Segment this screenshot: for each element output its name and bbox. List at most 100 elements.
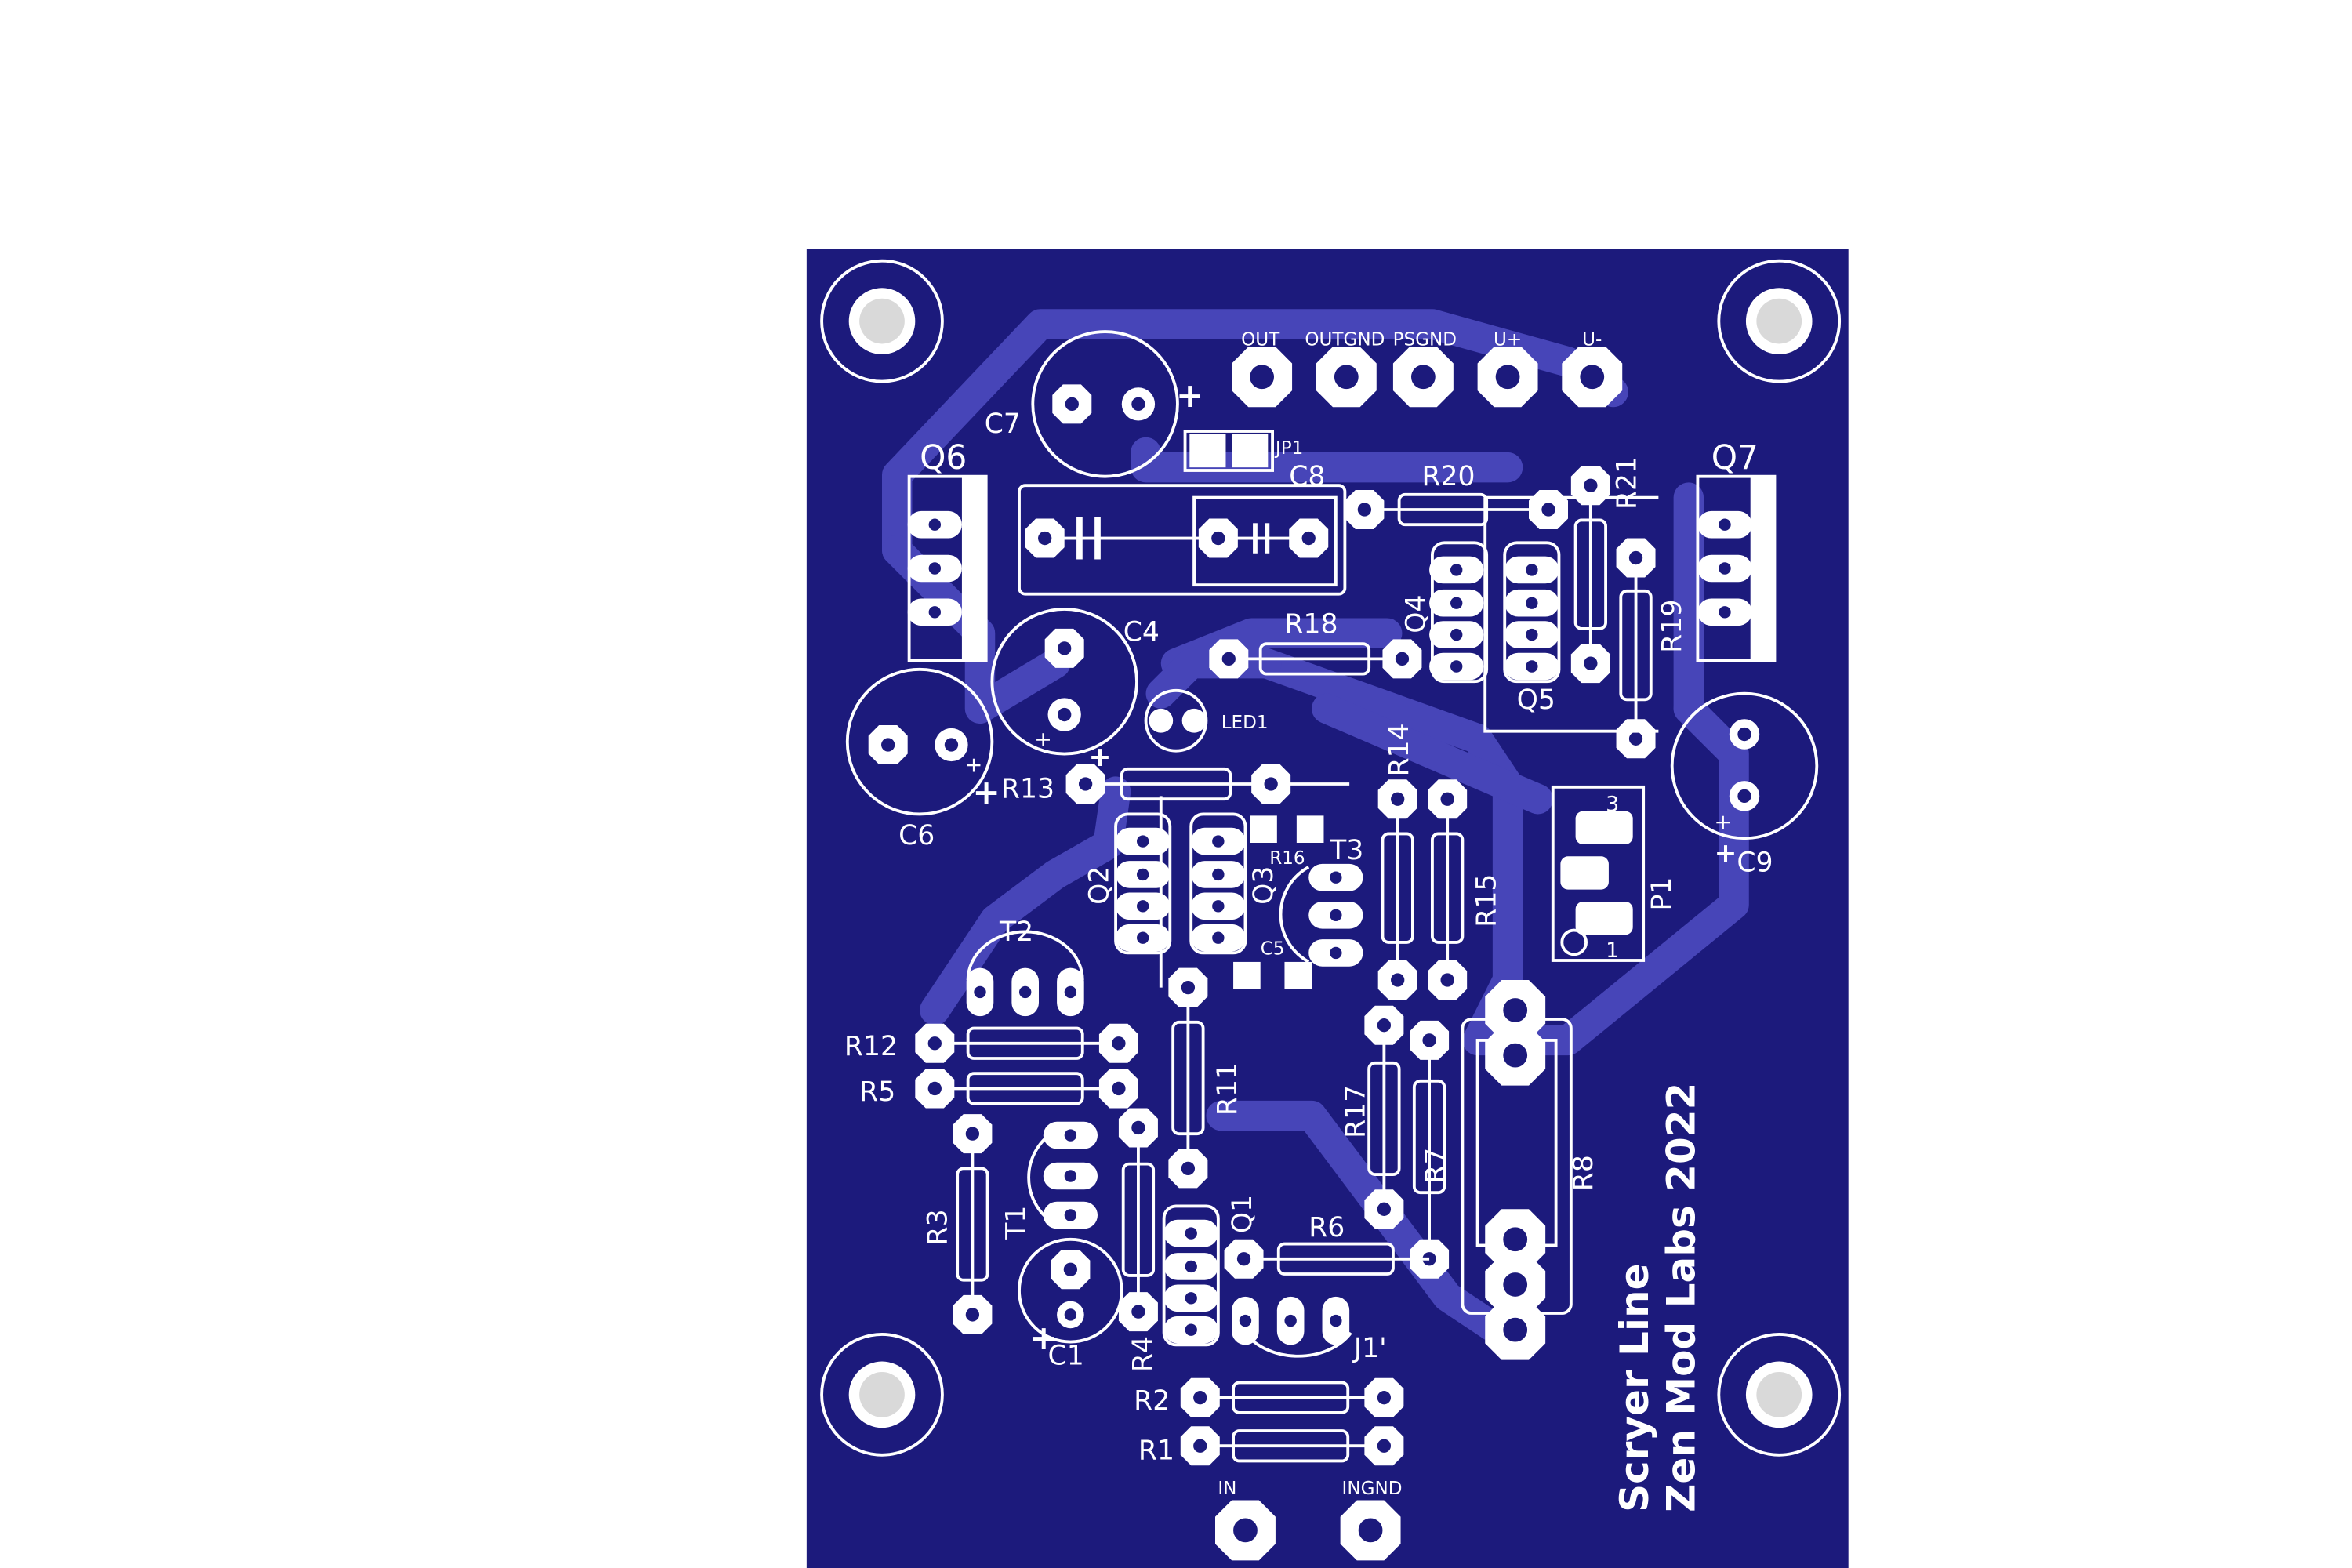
- mounting-hole-br: [1717, 1333, 1842, 1457]
- resistor-r14: R14: [1377, 723, 1417, 1000]
- svg-text:R18: R18: [1284, 609, 1338, 641]
- led-led1: LED1 +: [1088, 688, 1269, 773]
- resistor-r15: R15: [1428, 779, 1503, 1000]
- svg-text:C1: C1: [1048, 1340, 1084, 1371]
- svg-text:OUTGND: OUTGND: [1305, 329, 1385, 350]
- resistor-r5: R5: [859, 1069, 1138, 1109]
- resistor-r17: R17: [1340, 1005, 1404, 1229]
- svg-text:R7: R7: [1420, 1148, 1451, 1184]
- transistor-q3: Q3: [1189, 812, 1279, 955]
- svg-text:INGND: INGND: [1342, 1479, 1403, 1499]
- transistor-t3: T3: [1279, 835, 1363, 967]
- svg-text:T2: T2: [999, 916, 1033, 948]
- resistor-r8: R8: [1461, 980, 1599, 1360]
- svg-text:R3: R3: [923, 1209, 954, 1245]
- resistor-r18: R18: [1209, 609, 1422, 679]
- svg-text:R5: R5: [859, 1076, 895, 1108]
- svg-text:Q4: Q4: [1400, 594, 1432, 633]
- copper-traces: [882, 309, 1749, 1342]
- svg-text:C5: C5: [1261, 938, 1285, 959]
- transistor-q7: Q7: [1696, 438, 1777, 662]
- svg-text:R17: R17: [1340, 1085, 1371, 1138]
- svg-text:C7: C7: [985, 408, 1021, 440]
- resistor-r3: R3: [923, 1114, 993, 1334]
- transistor-j1: J1': [1232, 1296, 1387, 1364]
- connector-u-plus[interactable]: U+: [1477, 329, 1538, 408]
- capacitor-c6: C6 +: [845, 667, 994, 851]
- svg-text:C4: C4: [1123, 616, 1160, 648]
- svg-text:C9: C9: [1737, 848, 1773, 879]
- svg-text:+: +: [972, 773, 1000, 811]
- svg-text:OUT: OUT: [1241, 329, 1280, 350]
- svg-text:LED1: LED1: [1221, 713, 1269, 733]
- svg-text:1: 1: [1606, 938, 1619, 963]
- mounting-hole-tl: [820, 259, 944, 383]
- svg-text:U-: U-: [1582, 329, 1602, 350]
- svg-text:R16: R16: [1269, 848, 1305, 869]
- svg-text:+: +: [1029, 1319, 1057, 1357]
- svg-text:P1: P1: [1646, 877, 1678, 911]
- connector-ingnd[interactable]: INGND: [1340, 1479, 1403, 1561]
- resistor-r6: R6: [1224, 1212, 1430, 1279]
- resistor-r12: R12: [844, 1023, 1138, 1063]
- resistor-r2: R2: [1134, 1377, 1404, 1417]
- capacitor-c7: C7 +: [985, 330, 1203, 478]
- svg-text:+: +: [1176, 376, 1203, 415]
- svg-text:C8: C8: [1289, 461, 1325, 492]
- resistor-r7: R7: [1410, 1020, 1451, 1279]
- capacitor-c1: C1 +: [1018, 1237, 1123, 1371]
- svg-text:+: +: [1715, 838, 1737, 869]
- svg-text:+: +: [1034, 728, 1052, 752]
- capacitor-c5: C5: [1233, 938, 1312, 989]
- svg-text:R11: R11: [1212, 1062, 1243, 1116]
- connector-u-minus[interactable]: U-: [1562, 329, 1623, 408]
- connector-outgnd[interactable]: OUTGND: [1305, 329, 1385, 408]
- svg-text:JP1: JP1: [1274, 438, 1303, 459]
- resistor-r1: R1: [1138, 1426, 1404, 1467]
- connector-out[interactable]: OUT: [1232, 329, 1293, 408]
- board-title-line2: Zen Mod Labs 2022: [1659, 1083, 1704, 1512]
- resistor-r16: R16: [1250, 815, 1324, 869]
- svg-text:R2: R2: [1134, 1385, 1170, 1417]
- capacitor-c8: C8: [1018, 461, 1347, 596]
- resistor-r21: R21: [1570, 456, 1643, 684]
- capacitor-c9: C9 + +: [1670, 691, 1819, 879]
- heatsink-outline: [1483, 497, 1659, 733]
- svg-text:R15: R15: [1472, 874, 1503, 927]
- transistor-q6: Q6: [907, 438, 988, 662]
- svg-text:J1': J1': [1352, 1333, 1387, 1364]
- svg-text:R14: R14: [1384, 723, 1415, 776]
- trimmer-p1[interactable]: 3 1 P1: [1551, 785, 1678, 963]
- svg-text:R1: R1: [1138, 1436, 1174, 1467]
- svg-text:T1: T1: [1001, 1206, 1033, 1240]
- svg-text:R12: R12: [844, 1031, 898, 1062]
- board-title-line1: Scryer Line: [1612, 1263, 1657, 1512]
- svg-text:R13: R13: [1001, 773, 1054, 804]
- svg-text:Q2: Q2: [1083, 866, 1115, 905]
- svg-text:R21: R21: [1612, 456, 1643, 510]
- jumper-jp1[interactable]: JP1: [1183, 430, 1304, 472]
- svg-text:R4: R4: [1127, 1336, 1159, 1372]
- svg-text:C6: C6: [898, 820, 935, 851]
- mounting-hole-tr: [1717, 259, 1842, 383]
- transistor-q1: Q1: [1162, 1195, 1258, 1347]
- svg-text:Q7: Q7: [1711, 438, 1759, 477]
- svg-text:R8: R8: [1568, 1155, 1599, 1191]
- transistor-t1: T1: [1001, 1121, 1098, 1240]
- svg-text:R20: R20: [1421, 461, 1475, 492]
- connector-psgnd[interactable]: PSGND: [1393, 329, 1457, 408]
- connector-in[interactable]: IN: [1215, 1479, 1276, 1561]
- resistor-r11: R11: [1168, 967, 1243, 1189]
- svg-text:U+: U+: [1494, 329, 1522, 350]
- svg-text:3: 3: [1606, 793, 1619, 817]
- svg-text:Q6: Q6: [920, 438, 967, 477]
- svg-text:R19: R19: [1657, 600, 1688, 653]
- capacitor-c4: C4 +: [990, 608, 1160, 756]
- resistor-r13: R13 +: [972, 764, 1350, 811]
- mounting-hole-bl: [820, 1333, 944, 1457]
- svg-text:+: +: [1715, 811, 1733, 835]
- svg-text:PSGND: PSGND: [1393, 329, 1457, 350]
- svg-text:Q1: Q1: [1227, 1195, 1258, 1233]
- svg-text:IN: IN: [1218, 1479, 1236, 1499]
